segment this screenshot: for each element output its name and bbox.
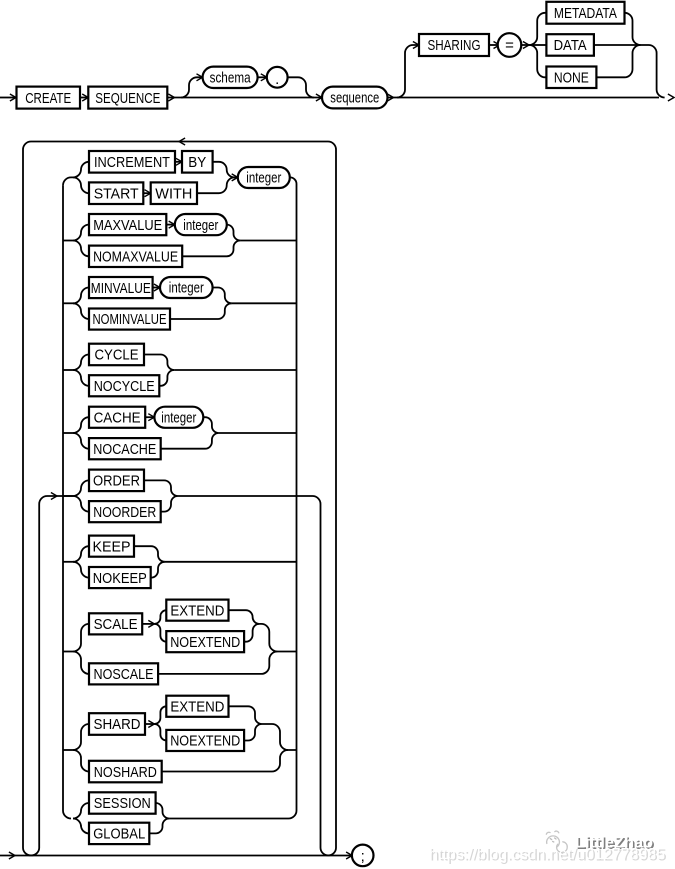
svg-text:MAXVALUE: MAXVALUE [93, 217, 162, 234]
svg-text:MINVALUE: MINVALUE [91, 280, 151, 297]
svg-text:WITH: WITH [155, 185, 192, 202]
svg-text:sequence: sequence [330, 90, 379, 107]
svg-text:NOCACHE: NOCACHE [93, 441, 156, 458]
svg-text:START: START [94, 185, 139, 202]
svg-text:BY: BY [188, 154, 206, 171]
svg-text:NOMINVALUE: NOMINVALUE [93, 311, 167, 328]
svg-text:integer: integer [246, 170, 281, 187]
svg-text:LittleZhao: LittleZhao [575, 835, 653, 852]
svg-text:NOEXTEND: NOEXTEND [170, 733, 240, 750]
svg-text:CYCLE: CYCLE [95, 347, 139, 364]
svg-text:NOMAXVALUE: NOMAXVALUE [93, 249, 178, 266]
svg-text:NOSHARD: NOSHARD [94, 764, 157, 781]
svg-text:NOEXTEND: NOEXTEND [170, 634, 240, 651]
svg-text:SEQUENCE: SEQUENCE [95, 90, 160, 107]
svg-text:SCALE: SCALE [94, 616, 138, 633]
svg-text:integer: integer [169, 280, 204, 297]
svg-text:SHARING: SHARING [428, 37, 481, 54]
svg-text:DATA: DATA [554, 37, 587, 54]
svg-text:=: = [505, 37, 514, 54]
svg-text:CACHE: CACHE [94, 409, 141, 426]
svg-text:NOORDER: NOORDER [93, 504, 156, 521]
svg-text:SHARD: SHARD [94, 716, 141, 733]
svg-text:NONE: NONE [554, 70, 589, 87]
svg-text:;: ; [361, 848, 365, 865]
svg-text:integer: integer [183, 217, 218, 234]
svg-text:EXTEND: EXTEND [170, 699, 224, 716]
svg-text:GLOBAL: GLOBAL [93, 826, 145, 843]
svg-text:https://blog.csdn.net/u0127789: https://blog.csdn.net/u012778985 [431, 848, 667, 865]
svg-text:schema: schema [210, 70, 252, 87]
svg-text:NOKEEP: NOKEEP [93, 570, 147, 587]
svg-text:INCREMENT: INCREMENT [94, 154, 170, 171]
svg-text:KEEP: KEEP [93, 538, 131, 555]
svg-text:LittleZhao: LittleZhao [577, 836, 655, 853]
svg-text:CREATE: CREATE [25, 90, 71, 107]
svg-text:NOCYCLE: NOCYCLE [94, 378, 155, 395]
svg-text:integer: integer [161, 409, 196, 426]
svg-text:https://blog.csdn.net/u0127789: https://blog.csdn.net/u012778985 [429, 846, 665, 863]
svg-text:ORDER: ORDER [93, 473, 140, 490]
svg-text:METADATA: METADATA [554, 5, 617, 22]
svg-text:NOSCALE: NOSCALE [94, 666, 154, 683]
svg-text:SESSION: SESSION [94, 795, 151, 812]
svg-text:EXTEND: EXTEND [170, 602, 224, 619]
svg-text:.: . [275, 71, 279, 88]
